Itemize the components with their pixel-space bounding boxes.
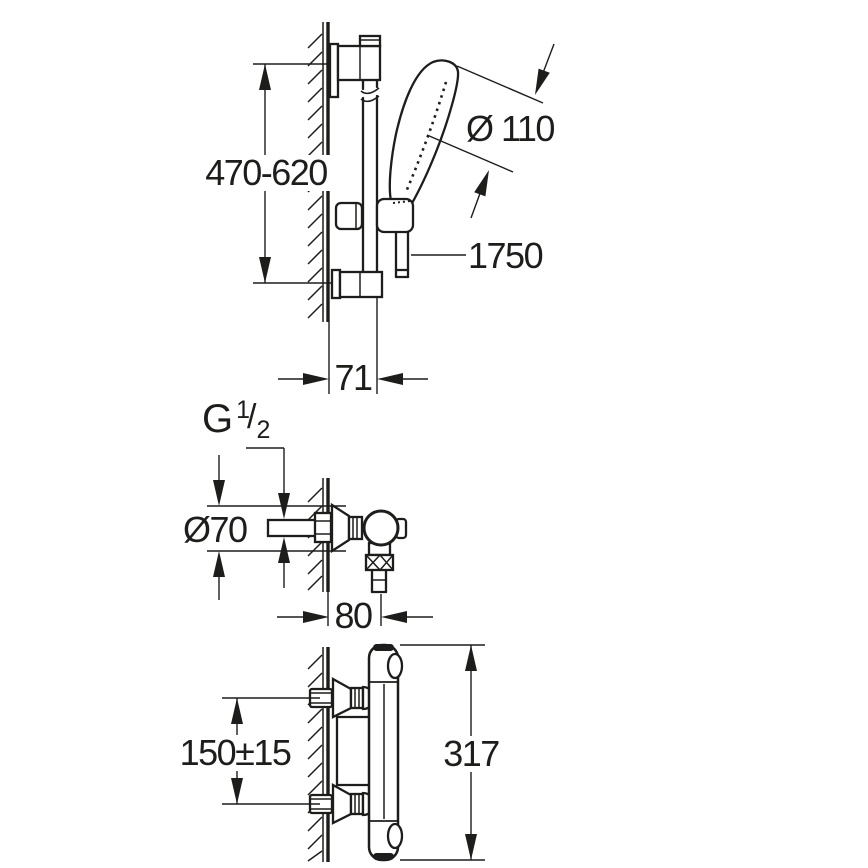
label-inlet-distance: 150±15 xyxy=(177,735,293,771)
label-head-diameter: Ø 110 xyxy=(466,108,555,149)
union-nut xyxy=(349,686,365,710)
middle-dimensions xyxy=(207,447,433,626)
wall-hatching xyxy=(307,654,323,862)
hose-union-nut xyxy=(364,553,395,572)
thermostat-body xyxy=(367,643,404,862)
holder-lock-knob xyxy=(334,201,364,231)
dimension-wall-offset-80 xyxy=(277,592,433,626)
wall-bottom xyxy=(307,647,330,862)
wall-top xyxy=(307,22,330,322)
shower-hose xyxy=(394,230,410,279)
thread-prefix: G xyxy=(202,397,234,441)
escutcheon-cone xyxy=(330,502,351,554)
dimension-inlet-distance xyxy=(222,697,320,805)
union-nut xyxy=(347,515,364,541)
escutcheon-cone xyxy=(331,783,353,825)
rail-break-mark xyxy=(360,87,380,95)
bottom-view-thermostat xyxy=(307,643,404,862)
mounting-bracket-bottom xyxy=(330,268,384,300)
pipe-hex-nut xyxy=(313,511,333,544)
dimension-head-diameter xyxy=(426,43,555,219)
thread-numerator: 1 xyxy=(236,396,251,424)
mounting-bracket-top xyxy=(328,34,382,99)
thread-denominator: 2 xyxy=(256,416,271,444)
label-wall-offset-71: 71 xyxy=(333,357,373,398)
label-escutcheon-diameter: Ø70 xyxy=(183,509,248,550)
middle-view-wall-union xyxy=(266,478,408,594)
holder-body xyxy=(375,197,415,234)
hand-shower xyxy=(388,59,460,207)
label-body-height: 317 xyxy=(440,736,502,772)
top-dimensions xyxy=(253,43,555,394)
dimension-thread-leader xyxy=(246,447,290,588)
valve-body xyxy=(362,509,400,547)
temperature-handle xyxy=(386,652,404,680)
escutcheon-cone xyxy=(331,677,353,719)
dimension-escutcheon-diameter xyxy=(207,455,346,600)
body-rear-section xyxy=(335,715,371,787)
union-nut xyxy=(349,792,365,816)
volume-handle xyxy=(386,822,404,850)
top-view-shower-rail xyxy=(307,22,460,322)
shower-holder xyxy=(334,197,415,234)
shower-rail xyxy=(360,78,380,275)
label-hose-length: 1750 xyxy=(468,235,544,276)
label-wall-offset-80: 80 xyxy=(333,595,373,636)
label-rail-height: 470-620 xyxy=(202,155,330,191)
hose-outlet xyxy=(364,541,395,594)
body-top-cap xyxy=(373,644,394,651)
thread-slash: / xyxy=(247,398,257,436)
supply-pipe xyxy=(266,511,333,544)
dimension-wall-offset-71 xyxy=(278,298,428,394)
body-bottom-cap xyxy=(373,853,394,860)
